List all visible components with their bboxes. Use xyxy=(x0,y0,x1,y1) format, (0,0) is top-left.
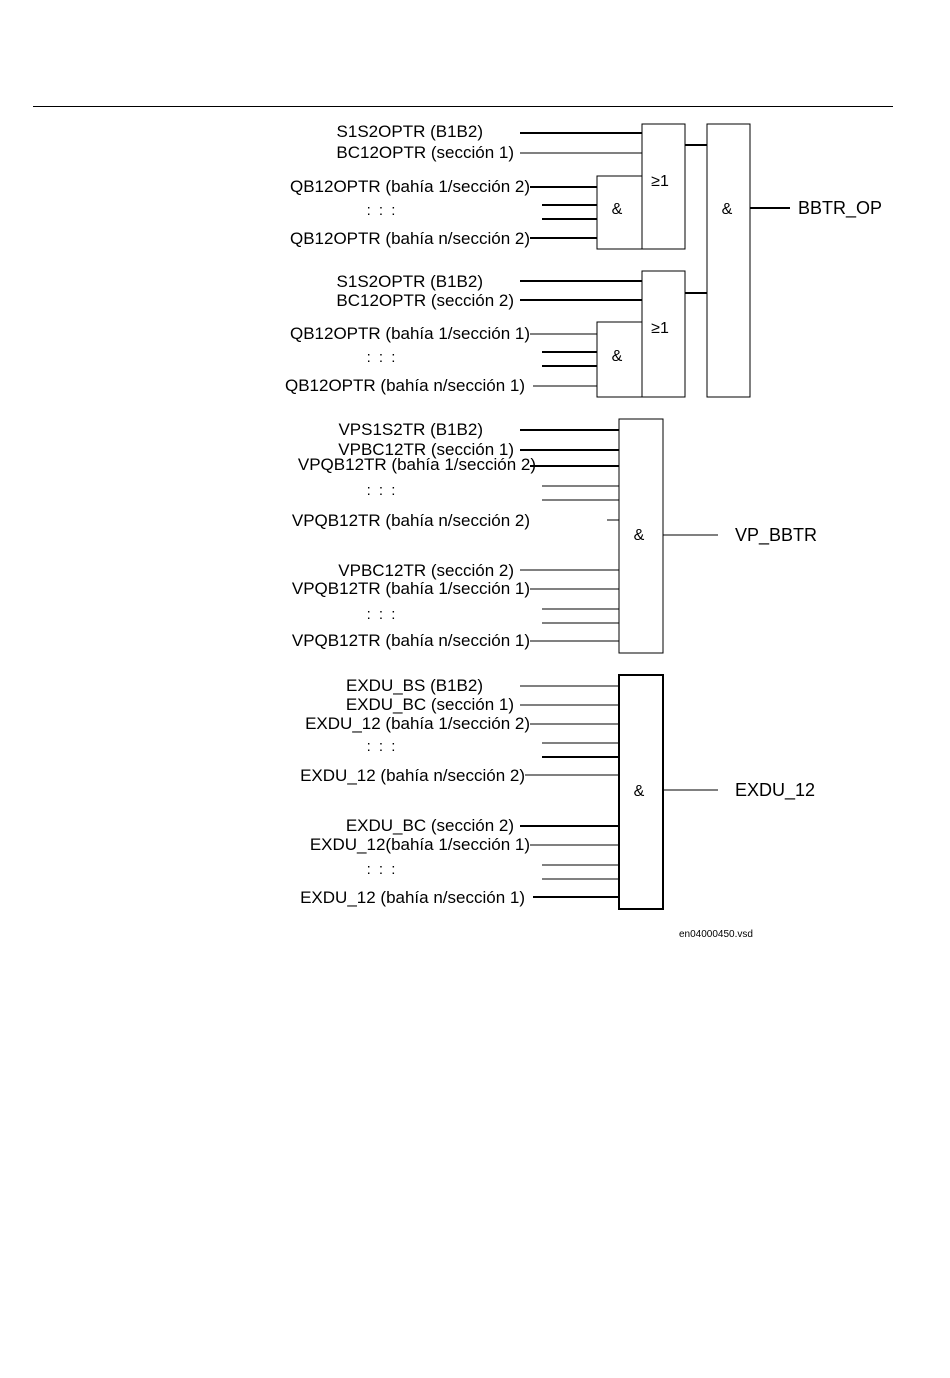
and-gate-symbol: & xyxy=(722,201,733,218)
block1-input-label: S1S2OPTR (B1B2) xyxy=(337,272,483,291)
or-gate xyxy=(641,270,686,398)
output-label: VP_BBTR xyxy=(735,525,817,546)
or-gate-symbol: ≥1 xyxy=(651,320,669,337)
block1-input-label: S1S2OPTR (B1B2) xyxy=(337,122,483,141)
and-gate xyxy=(596,175,643,250)
and-gate-main xyxy=(706,123,751,398)
and-gate-symbol: & xyxy=(612,348,623,365)
block2-input-label: VPQB12TR (bahía 1/sección 2) xyxy=(298,455,536,474)
block3-input-label: EXDU_12 (bahía n/sección 1) xyxy=(300,888,525,907)
block3-exdu-12: EXDU_BS (B1B2) EXDU_BC (sección 1) EXDU_… xyxy=(300,674,815,910)
block3-input-label: EXDU_BC (sección 1) xyxy=(346,695,514,714)
block3-input-label: EXDU_BS (B1B2) xyxy=(346,676,483,695)
block3-ellipsis: : : : xyxy=(367,738,398,755)
block3-input-label: EXDU_12 (bahía n/sección 2) xyxy=(300,766,525,785)
block1-input-label: BC12OPTR (sección 2) xyxy=(336,291,514,310)
block1-input-label: QB12OPTR (bahía 1/sección 1) xyxy=(290,324,530,343)
block3-input-label: EXDU_12 (bahía 1/sección 2) xyxy=(305,714,530,733)
block2-input-label: VPQB12TR (bahía n/sección 1) xyxy=(292,631,530,650)
or-gate-symbol: ≥1 xyxy=(651,173,669,190)
block3-ellipsis: : : : xyxy=(367,861,398,878)
block1-input-label: QB12OPTR (bahía n/sección 1) xyxy=(285,376,525,395)
block1-input-label: BC12OPTR (sección 1) xyxy=(336,143,514,162)
block3-input-label: EXDU_12(bahía 1/sección 1) xyxy=(310,835,530,854)
block2-input-label: VPQB12TR (bahía n/sección 2) xyxy=(292,511,530,530)
block2-input-label: VPQB12TR (bahía 1/sección 1) xyxy=(292,579,530,598)
header-rule xyxy=(33,106,893,107)
and-gate-symbol: & xyxy=(634,783,645,800)
and-gate-symbol: & xyxy=(612,201,623,218)
block2-input-label: VPBC12TR (sección 2) xyxy=(338,561,514,580)
and-gate xyxy=(618,418,664,654)
and-gate xyxy=(618,674,664,910)
block3-input-label: EXDU_BC (sección 2) xyxy=(346,816,514,835)
block1-ellipsis: : : : xyxy=(367,202,398,219)
and-gate-symbol: & xyxy=(634,527,645,544)
figure-id: en04000450.vsd xyxy=(679,929,753,940)
block1-bbtr-op: S1S2OPTR (B1B2) BC12OPTR (sección 1) QB1… xyxy=(285,122,882,398)
or-gate xyxy=(641,123,686,250)
block2-ellipsis: : : : xyxy=(367,482,398,499)
output-label: BBTR_OP xyxy=(798,198,882,219)
block1-input-label: QB12OPTR (bahía n/sección 2) xyxy=(290,229,530,248)
block2-vp-bbtr: VPS1S2TR (B1B2) VPBC12TR (sección 1) VPQ… xyxy=(292,418,817,654)
block2-ellipsis: : : : xyxy=(367,606,398,623)
block2-input-label: VPS1S2TR (B1B2) xyxy=(338,420,483,439)
block1-input-label: QB12OPTR (bahía 1/sección 2) xyxy=(290,177,530,196)
output-label: EXDU_12 xyxy=(735,780,815,801)
block1-ellipsis: : : : xyxy=(367,349,398,366)
block2-input-label: VPBC12TR (sección 1) xyxy=(338,440,514,459)
